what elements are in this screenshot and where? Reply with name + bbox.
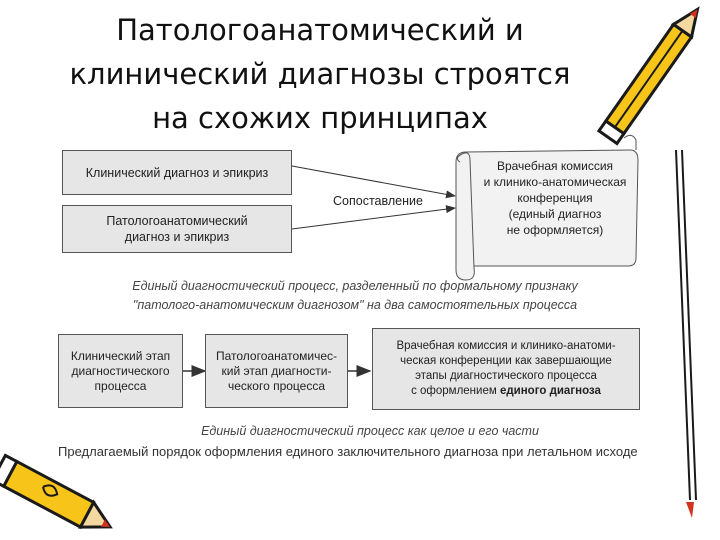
clinical-diagnosis-box: Клинический диагноз и эпикриз <box>62 150 292 195</box>
slide-title: Патологоанатомический и клинический диаг… <box>69 13 571 135</box>
bottom-caption: Единый диагностический процесс как целое… <box>201 424 539 438</box>
conference-stage-text: Врачебная комиссия и клинико-анатоми- че… <box>396 340 616 397</box>
pencil-icon-right-edge <box>675 149 697 518</box>
patho-stage-box: Патологоанатомичес- кий этап диагности- … <box>205 334 348 408</box>
footer-caption: Предлагаемый порядок оформления единого … <box>58 444 638 459</box>
single-diagnosis-bold: единого диагноза <box>499 385 601 397</box>
comparison-label: Сопоставление <box>333 194 423 208</box>
pencil-icon-bottom-left <box>0 453 113 530</box>
conference-scroll-text: Врачебная комиссия и клинико-анатомическ… <box>483 159 627 237</box>
arrow-clinical-to-conference <box>291 165 456 199</box>
pencil-icon-top-right <box>596 6 700 146</box>
clinical-stage-box: Клинический этап диагностического процес… <box>58 334 183 408</box>
top-caption: Единый диагностический процесс, разделен… <box>132 279 578 312</box>
patho-diagnosis-box: Патологоанатомический диагноз и эпикриз <box>62 205 292 253</box>
arrow-patho-to-conference <box>291 205 456 230</box>
conference-stage-box: Врачебная комиссия и клинико-анатоми- че… <box>372 328 640 410</box>
scroll-shape <box>455 134 639 281</box>
